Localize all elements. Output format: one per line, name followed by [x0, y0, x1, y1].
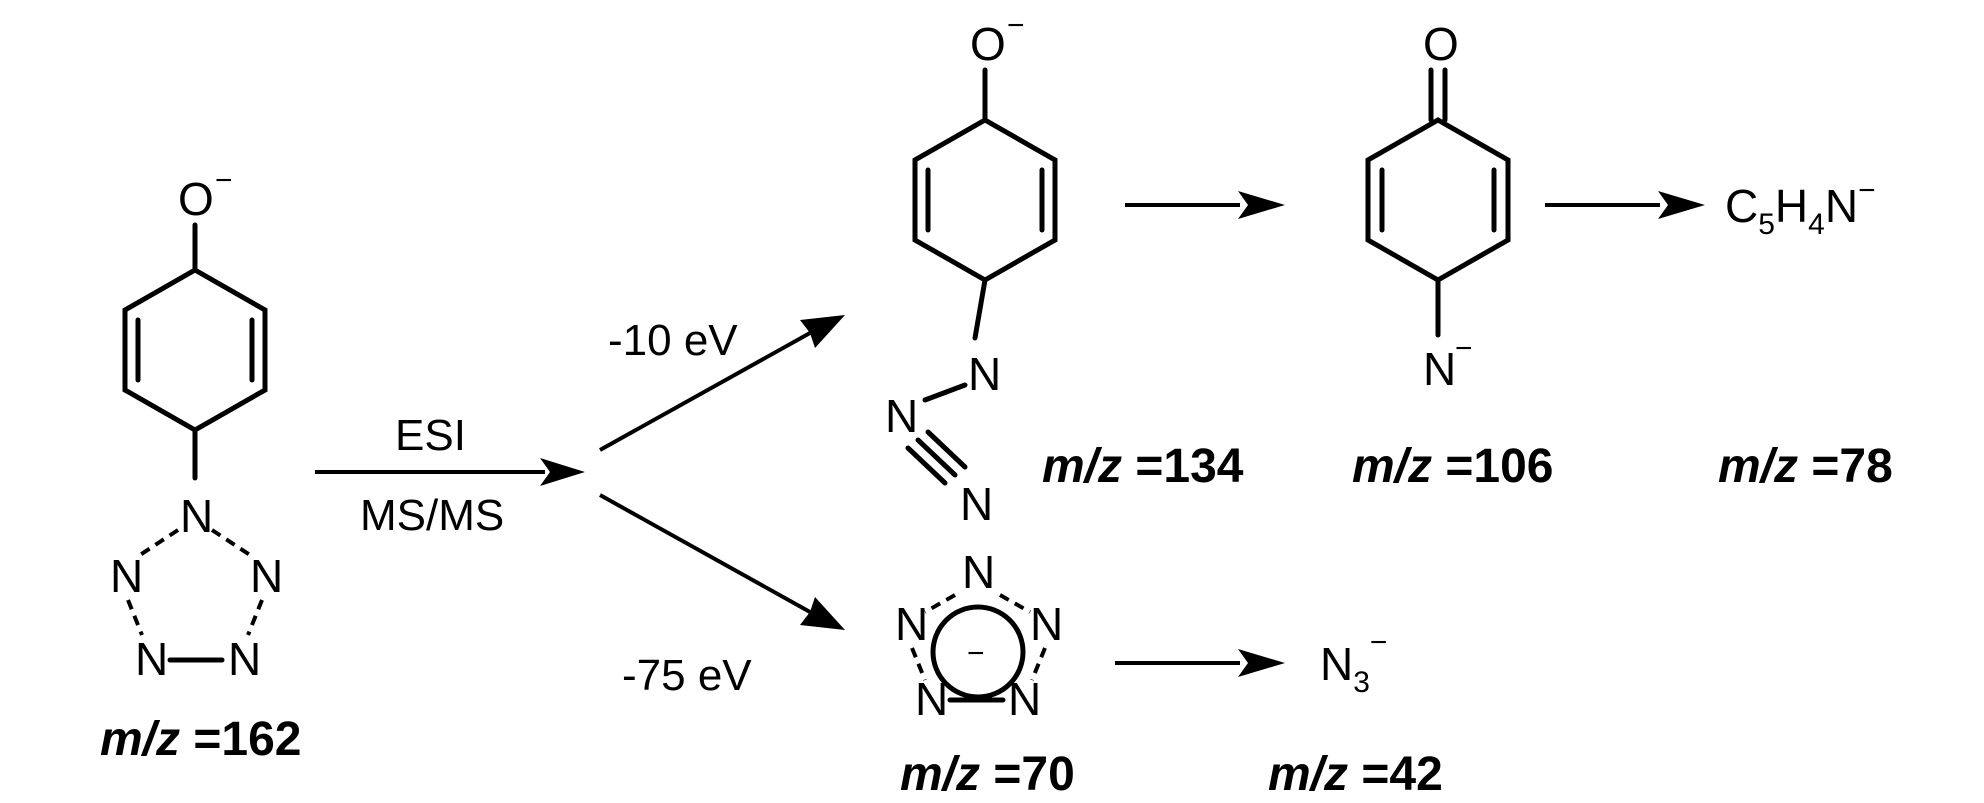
azidophenolate-benzene-ring: [912, 117, 1058, 283]
tetrazolate-charge: −: [967, 637, 985, 670]
azidophenolate-structure: O − N N N: [885, 9, 1058, 530]
azide-n3-label: N: [960, 478, 993, 530]
tetrazolate-bond-1: [924, 593, 956, 614]
tetrazole-n4-label: N: [228, 633, 261, 685]
precursor-benzene-ring: [122, 267, 268, 433]
tetrazole-n5-label: N: [250, 550, 283, 602]
azidophenolate-mz-label: m/z =134: [1042, 440, 1244, 493]
esi-msms-arrow: [315, 458, 585, 486]
azidophenolate-oxygen-label: O: [970, 18, 1006, 70]
energy-high-label: -75 eV: [622, 651, 752, 700]
azide-triple-bond-2: [925, 429, 968, 470]
quinone-nitrogen-label: N: [1423, 343, 1456, 395]
tetrazolate-n-left-label: N: [895, 598, 928, 650]
tetrazole-bond-n1-n5: [210, 528, 252, 557]
msms-label: MS/MS: [360, 491, 504, 540]
azide-triple-bond-1: [915, 437, 958, 478]
tetrazole-bond-n2-n3: [126, 599, 144, 636]
tetrazole-n1-label: N: [180, 490, 213, 542]
energy-low-label: -10 eV: [608, 316, 738, 365]
azide-mz-label: m/z =42: [1268, 748, 1443, 801]
quinone-oxygen-label: O: [1423, 18, 1459, 70]
precursor-mz-label: m/z =162: [100, 713, 301, 766]
tetrazolate-bond-2: [999, 593, 1031, 614]
arrow-to-azide: [1115, 649, 1285, 677]
tetrazole-bond-n1-n2: [138, 528, 180, 557]
tetrazole-bond-n5-n4: [246, 599, 264, 636]
esi-label: ESI: [395, 411, 466, 460]
tetrazolate-mz-label: m/z =70: [900, 748, 1075, 801]
precursor-oxygen-charge: −: [215, 164, 233, 197]
tetrazolate-aromatic-circle: [930, 604, 1026, 700]
azidophenolate-oxygen-charge: −: [1007, 9, 1025, 42]
tetrazolate-structure: N N N N N −: [895, 546, 1063, 725]
tetrazole-n2-label: N: [110, 550, 143, 602]
c5h4n-formula: C5H4N−: [1725, 174, 1876, 241]
c5h4n-mz-label: m/z =78: [1718, 440, 1893, 493]
upper-branch-arrow: [599, 315, 845, 452]
tetrazolate-bond-4: [1030, 647, 1047, 681]
precursor-oxygen-label: O: [178, 173, 214, 225]
azide-formula: N3−: [1320, 626, 1387, 699]
azide-bond-n1-n2: [922, 382, 968, 403]
arrow-to-quinone-imine: [1125, 191, 1285, 219]
tetrazolate-n-right-label: N: [1030, 598, 1063, 650]
quinone-imine-structure: O N −: [1365, 18, 1511, 395]
quinone-imine-mz-label: m/z =106: [1352, 440, 1553, 493]
azide-n2-label: N: [885, 390, 918, 442]
azide-triple-bond-3: [905, 445, 948, 486]
quinone-ring: [1365, 117, 1511, 283]
quinone-nitrogen-charge: −: [1455, 332, 1473, 365]
precursor-structure: O − N N N N N: [110, 164, 283, 685]
azidophenolate-cn-bond: [972, 277, 988, 341]
azide-n1-label: N: [968, 348, 1001, 400]
tetrazolate-bond-3: [910, 647, 927, 681]
tetrazolate-n-top-label: N: [962, 546, 995, 598]
tetrazole-n3-label: N: [135, 633, 168, 685]
lower-branch-arrow: [599, 493, 845, 630]
arrow-to-c5h4n: [1545, 191, 1705, 219]
